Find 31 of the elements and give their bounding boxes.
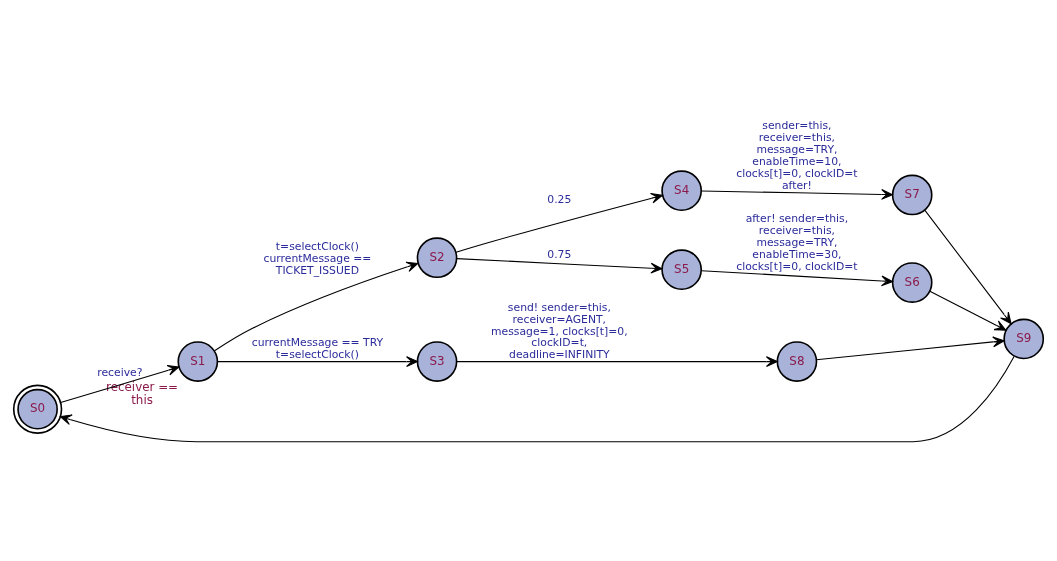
node-circle: S1	[177, 340, 219, 382]
arrow	[60, 364, 180, 403]
arrow	[929, 290, 1007, 331]
arrow	[700, 269, 893, 286]
edge-label: currentMessage == TRY t=selectClock()	[251, 335, 384, 361]
edge-label: sender=this, receiver=this, message=TRY, enableTime=10, clocks[t]=0, clockID=t after!	[736, 118, 858, 191]
arrow	[455, 192, 663, 253]
node-circle: S9	[1003, 318, 1045, 359]
node-circle: S0	[12, 384, 63, 434]
node-circle: S5	[661, 248, 702, 290]
node-circle: S2	[416, 236, 458, 278]
node-label: receiver == this	[106, 379, 179, 407]
node-circle: S6	[891, 261, 933, 303]
edge-label: 0.25	[547, 192, 572, 206]
node-circle: S3	[416, 340, 458, 382]
edge-label: 0.75	[547, 247, 572, 261]
edge-label: receive?	[97, 365, 143, 379]
edge-label: after! sender=this, receiver=this, message=TRY, enableTime=30, clocks[t]=0, clockID=t	[736, 211, 858, 273]
arrow	[59, 355, 1015, 442]
arrow	[216, 355, 418, 367]
arrow	[456, 257, 663, 274]
arrow	[456, 355, 778, 367]
arrow	[924, 209, 1012, 324]
arrow	[700, 188, 893, 200]
node-circle: S8	[776, 340, 818, 382]
node-circle: S4	[661, 169, 702, 211]
edge-label: send! sender=this, receiver=AGENT, message=1, clocks[t]=0, clockID=t, deadline=INFINITY	[491, 300, 628, 361]
arrow	[214, 261, 419, 351]
edge-label: t=selectClock() currentMessage == TICKET_ISSUED	[263, 239, 372, 277]
node-circle: S7	[891, 174, 933, 215]
arrow	[815, 335, 1005, 360]
